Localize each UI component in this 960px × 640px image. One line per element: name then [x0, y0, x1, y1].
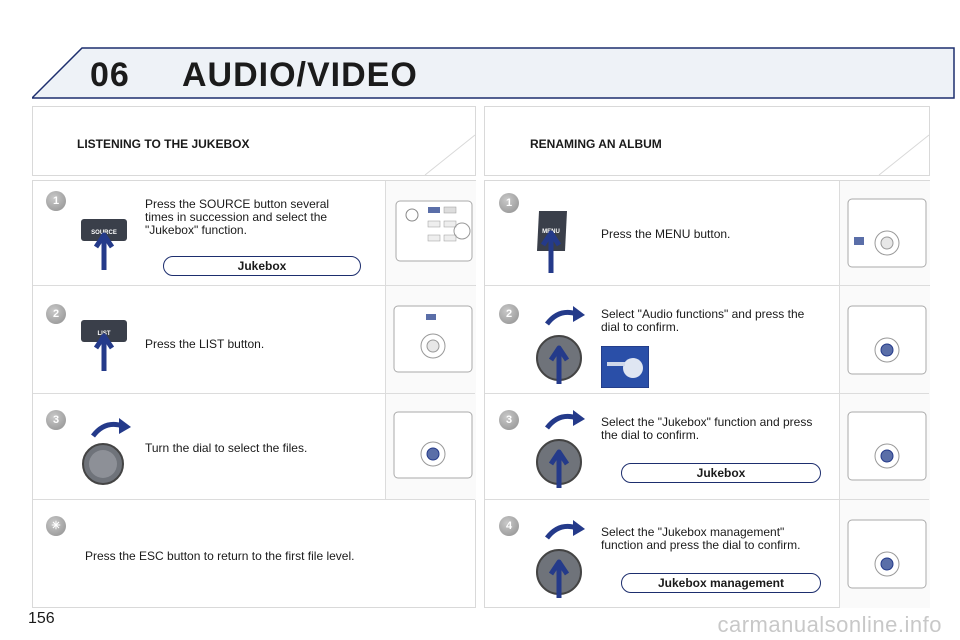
- radio-panel-thumbnail: [385, 286, 476, 394]
- step-row: 3 Select the "Jukebox" function and pres…: [485, 393, 930, 500]
- page-title: AUDIO/VIDEO: [182, 56, 418, 94]
- radio-panel-thumbnail: [839, 394, 930, 500]
- step-text: Turn the dial to select the files.: [145, 441, 308, 455]
- section-title-renaming: RENAMING AN ALBUM: [530, 137, 662, 151]
- dial-press-icon: [536, 410, 585, 488]
- section-title-listening: LISTENING TO THE JUKEBOX: [77, 137, 250, 151]
- step-text: Press the MENU button.: [601, 227, 731, 241]
- step-text: Press the SOURCE button several times in…: [145, 197, 330, 237]
- right-steps-panel: 1 MENU Press the MENU button. 2 Select "…: [484, 180, 930, 608]
- radio-panel-thumbnail: [839, 286, 930, 394]
- list-button-icon: LIST: [81, 320, 127, 371]
- dial-press-icon: [536, 306, 585, 384]
- step-text: Press the LIST button.: [145, 337, 265, 351]
- menu-button-icon: MENU: [537, 211, 567, 273]
- audio-functions-icon: [601, 346, 649, 388]
- watermark: carmanualsonline.info: [717, 612, 942, 637]
- step-text: Select "Audio functions" and press the d…: [601, 307, 805, 334]
- step-text: Select the "Jukebox management" function…: [601, 525, 801, 552]
- step-row: 1 SOURCE Press the SOURCE button several…: [33, 181, 476, 285]
- tip-text: Press the ESC button to return to the fi…: [85, 549, 355, 563]
- jukebox-pill: Jukebox: [163, 256, 361, 276]
- radio-panel-thumbnail: [839, 181, 930, 285]
- jukebox-management-pill: Jukebox management: [621, 573, 821, 593]
- step-row: 1 MENU Press the MENU button.: [485, 181, 930, 285]
- dial-turn-icon: [82, 418, 131, 485]
- step-number: 3: [499, 410, 519, 430]
- right-section-header: RENAMING AN ALBUM: [484, 106, 930, 176]
- step-row: 4 Select the "Jukebox management" functi…: [485, 499, 930, 608]
- lightbulb-icon: ✳: [46, 516, 66, 536]
- radio-panel-thumbnail: [385, 394, 476, 500]
- source-button-icon: SOURCE: [81, 219, 127, 270]
- left-steps-panel: 1 SOURCE Press the SOURCE button several…: [32, 180, 476, 608]
- step-row: 3 Turn the dial to select the files.: [33, 393, 476, 500]
- header-frame: [32, 47, 955, 99]
- radio-panel-thumbnail: [385, 181, 476, 285]
- step-number: 1: [46, 191, 66, 211]
- step-row: 2 LIST Press the LIST button.: [33, 285, 476, 394]
- step-number: 3: [46, 410, 66, 430]
- tip-row: ✳ Press the ESC button to return to the …: [33, 499, 475, 608]
- page-number: 156: [28, 610, 55, 627]
- step-number: 2: [499, 304, 519, 324]
- step-number: 4: [499, 516, 519, 536]
- chapter-number: 06: [90, 56, 130, 94]
- jukebox-pill: Jukebox: [621, 463, 821, 483]
- chapter-header: 06 AUDIO/VIDEO: [32, 46, 956, 100]
- dial-press-icon: [536, 520, 585, 598]
- step-number: 2: [46, 304, 66, 324]
- left-section-header: LISTENING TO THE JUKEBOX: [32, 106, 476, 176]
- step-number: 1: [499, 193, 519, 213]
- step-text: Select the "Jukebox" function and press …: [601, 415, 813, 442]
- radio-panel-thumbnail: [839, 500, 930, 608]
- step-row: 2 Select "Audio functions" and press the…: [485, 285, 930, 394]
